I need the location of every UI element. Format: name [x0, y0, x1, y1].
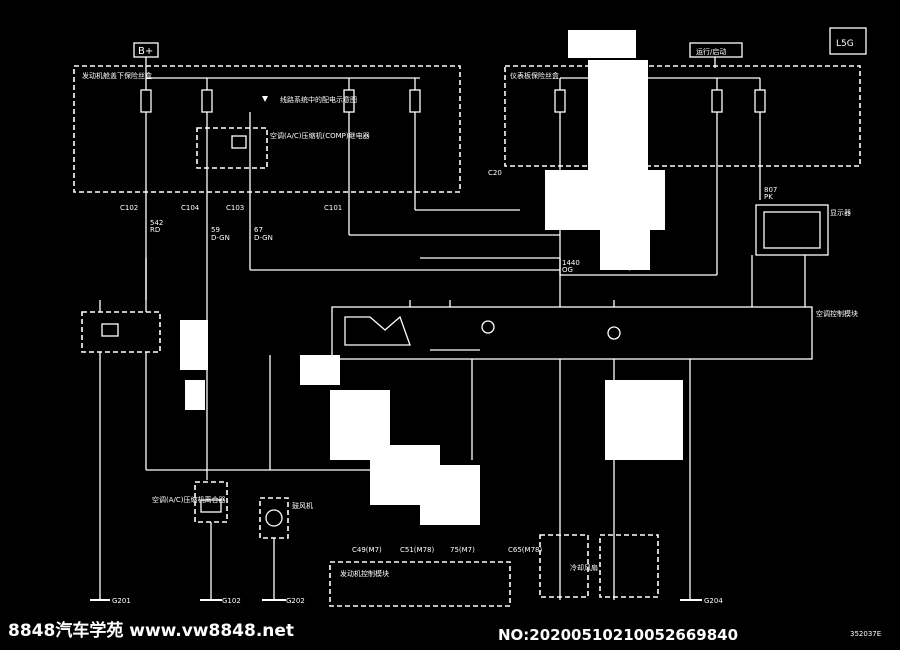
blower-relay-box — [81, 311, 161, 353]
wire-color-542: RD — [150, 226, 160, 234]
watermark-right: NO:20200510210052669840 — [498, 626, 738, 644]
ground-g102: G102 — [200, 597, 241, 605]
hvac-control-module — [331, 306, 813, 360]
wire-color-59: D-GN — [211, 234, 230, 242]
ground-g202: G202 — [262, 597, 305, 605]
display-module-label: 显示器 — [830, 209, 851, 217]
instrument-panel-fuse-block — [504, 65, 861, 167]
wire-circuit-807: 807 — [764, 186, 777, 194]
blower-motor — [259, 497, 289, 539]
fuse-box-note: 线路系统中的配电示意图 — [280, 95, 357, 104]
wire-color-67: D-GN — [254, 234, 273, 242]
cooling-fan-label: 冷却风扇 — [570, 563, 598, 572]
connector-c20: C20 — [488, 169, 502, 177]
wire-circuit-59: 59 — [211, 226, 220, 234]
wire-circuit-340: 340 — [618, 256, 631, 264]
conn-c49: C49(M7) — [352, 546, 382, 554]
connector-c104: C104 — [181, 204, 200, 212]
lamp-icon — [607, 326, 621, 340]
watermark-left: 8848汽车学苑 www.vw8848.net — [8, 620, 294, 641]
connector-c101: C101 — [324, 204, 342, 212]
svg-text:G102: G102 — [222, 597, 241, 605]
ecm-label: 发动机控制模块 — [340, 569, 389, 578]
wire-circuit-542: 542 — [150, 219, 163, 227]
svg-text:G201: G201 — [112, 597, 131, 605]
motor-icon — [265, 509, 283, 527]
fan-module-box — [599, 534, 659, 598]
legend-badge-box — [829, 27, 867, 55]
svg-text:G204: G204 — [704, 597, 723, 605]
connector-c102: C102 — [120, 204, 138, 212]
doc-number: 352037E — [850, 630, 881, 638]
svg-text:G202: G202 — [286, 597, 305, 605]
arrow-icon — [262, 96, 268, 102]
connector-row: C102 C104 C103 C101 C20 — [120, 169, 502, 212]
wire-color-340: OG/WH — [618, 264, 643, 272]
ground-g204: G204 — [680, 597, 723, 605]
conn-c65: C65(M78) — [508, 546, 542, 554]
blower-label: 鼓风机 — [292, 501, 313, 510]
fuse-box-left-label: 发动机舱盖下保险丝盒 — [82, 71, 152, 80]
display-module — [755, 204, 829, 256]
wire-circuit-1440: 1440 — [562, 259, 580, 267]
engine-control-module — [329, 561, 511, 607]
b-plus-label: B+ — [138, 46, 153, 57]
conn-c51: C51(M78) — [400, 546, 434, 554]
wire-color-1440: OG — [562, 266, 573, 274]
relay-label: 空调(A/C)压缩机(COMP)继电器 — [270, 131, 370, 140]
legend-badge: L5G — [836, 39, 854, 49]
hvac-module-label: 空调控制模块 — [816, 309, 858, 318]
wire-color-807: PK — [764, 193, 773, 201]
connector-c103: C103 — [226, 204, 244, 212]
conn-c75: 75(M7) — [450, 546, 475, 554]
ground-g201: G201 — [90, 597, 131, 605]
compressor-indicator-icon — [481, 320, 495, 334]
cooling-fan-box — [539, 534, 589, 598]
compressor-relay-box — [196, 127, 268, 169]
compressor-clutch-label: 空调(A/C)压缩机离合器 — [152, 495, 226, 504]
underhood-fuse-block — [73, 65, 461, 193]
wire-circuit-67: 67 — [254, 226, 263, 234]
run-start-label: 运行/启动 — [696, 47, 726, 56]
run-start-source-box — [689, 42, 743, 58]
dash-fuse-box-label: 仪表板保险丝盒 — [510, 71, 559, 80]
